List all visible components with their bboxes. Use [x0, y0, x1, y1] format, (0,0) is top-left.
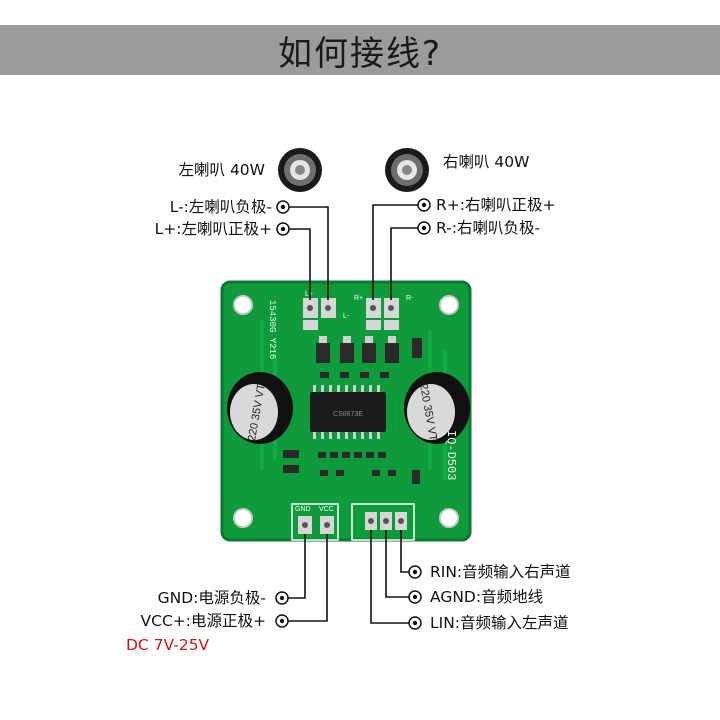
label-r-plus: R+:右喇叭正极+ — [436, 196, 556, 214]
amplifier-chip: CS8673E — [310, 385, 386, 439]
wires — [288, 204, 418, 624]
title-banner: 如何接线? — [0, 25, 720, 75]
mount-hole — [233, 295, 253, 315]
label-l-minus: L-:左喇叭负极- — [169, 198, 272, 216]
label-lin: LIN:音频输入左声道 — [430, 614, 569, 632]
left-speaker-icon — [278, 148, 322, 192]
mount-hole — [439, 295, 459, 315]
silk-vcc: VCC — [319, 506, 334, 513]
silk-gnd: GND — [295, 506, 311, 513]
inductor — [340, 343, 354, 363]
silk-board-id: IQ-D503 — [444, 430, 458, 480]
page-title: 如何接线? — [277, 33, 443, 74]
capacitor-left: 220 35V VT — [227, 372, 293, 444]
ring-icon — [408, 616, 422, 630]
ring-icon — [275, 614, 289, 628]
silk-r-plus: R+ — [354, 295, 363, 302]
label-agnd: AGND:音频地线 — [430, 588, 544, 606]
amplifier-board: CS8673E 220 35V VT 220 35V VT 15430G Y21… — [220, 280, 472, 542]
terminal-ring-icons — [275, 198, 431, 630]
label-voltage: DC 7V-25V — [126, 636, 210, 654]
capacitor-right: 220 35V VT — [404, 372, 470, 444]
right-speaker-icon — [385, 148, 429, 192]
ring-icon — [408, 590, 422, 604]
ring-icon — [408, 565, 422, 579]
mount-hole — [439, 508, 459, 528]
ring-icon — [275, 591, 289, 605]
chip-marking: CS8673E — [333, 411, 363, 418]
silk-l-minus: L- — [343, 313, 350, 320]
right-speaker-label: 右喇叭 40W — [443, 153, 530, 171]
ring-icon — [276, 200, 290, 214]
ring-icon — [417, 198, 431, 212]
label-gnd: GND:电源负极- — [157, 589, 266, 607]
ring-icon — [276, 222, 290, 236]
inductor — [316, 343, 330, 363]
left-speaker-label: 左喇叭 40W — [178, 161, 265, 179]
label-vcc: VCC+:电源正极+ — [140, 612, 266, 630]
silk-model: 15430G Y216 — [267, 300, 277, 359]
silk-r-minus: R- — [406, 295, 414, 302]
inductor — [362, 343, 376, 363]
label-l-plus: L+:左喇叭正极+ — [154, 220, 272, 238]
mount-hole — [233, 508, 253, 528]
ring-icon — [417, 221, 431, 235]
inductor — [385, 343, 399, 363]
silk-l-plus: L+ — [305, 291, 313, 298]
label-r-minus: R-:右喇叭负极- — [436, 219, 541, 237]
label-rin: RIN:音频输入右声道 — [430, 563, 571, 581]
